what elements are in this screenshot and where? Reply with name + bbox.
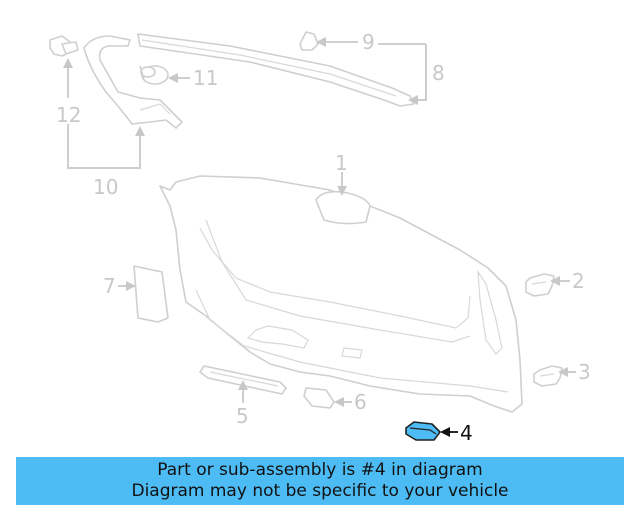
callout-12: 12 bbox=[56, 103, 81, 127]
callout-10: 10 bbox=[93, 175, 118, 199]
part-4-pad-shape bbox=[405, 421, 441, 441]
part-8-trim-strip bbox=[137, 33, 415, 107]
part-11-fastener bbox=[139, 65, 169, 85]
callout-4: 4 bbox=[460, 421, 473, 445]
part-3-bracket bbox=[533, 365, 563, 387]
part-12-clip bbox=[49, 35, 79, 57]
part-7-side-panel bbox=[133, 265, 169, 323]
leader-lines bbox=[63, 37, 576, 437]
banner-line-1: Part or sub-assembly is #4 in diagram bbox=[157, 460, 483, 480]
callout-6: 6 bbox=[354, 390, 367, 414]
callout-3: 3 bbox=[578, 360, 591, 384]
banner-line-2: Diagram may not be specific to your vehi… bbox=[131, 481, 509, 501]
callout-5: 5 bbox=[236, 404, 249, 428]
info-banner: Part or sub-assembly is #4 in diagram Di… bbox=[16, 457, 624, 505]
callout-9: 9 bbox=[362, 30, 375, 54]
parts-diagram: 1 2 3 4 5 6 7 8 9 10 11 12 bbox=[49, 30, 591, 445]
callout-2: 2 bbox=[572, 269, 585, 293]
part-9-clip bbox=[299, 31, 319, 51]
part-1-liftgate-panel bbox=[159, 175, 523, 413]
callout-7: 7 bbox=[103, 274, 116, 298]
callout-11: 11 bbox=[193, 66, 218, 90]
callout-1: 1 bbox=[335, 151, 348, 175]
part-4-pad bbox=[405, 421, 441, 441]
part-6-cover bbox=[303, 387, 335, 409]
part-10-handle bbox=[83, 35, 183, 129]
part-2-bracket bbox=[525, 273, 555, 297]
callout-8: 8 bbox=[432, 61, 445, 85]
